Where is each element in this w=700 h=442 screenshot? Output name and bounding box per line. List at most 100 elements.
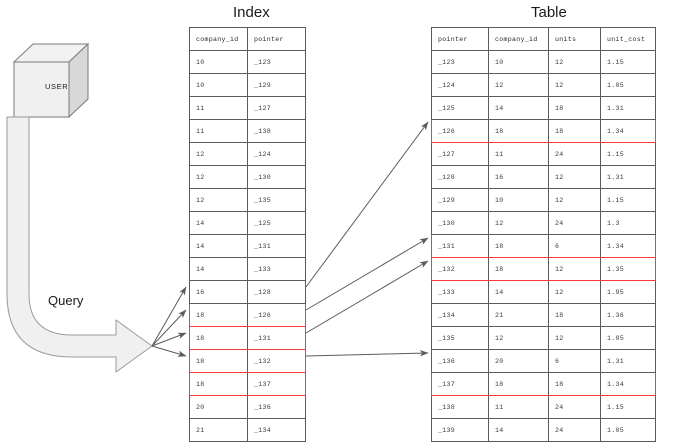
table-cell-pointer: _136 xyxy=(431,349,489,373)
table-cell-units: 24 xyxy=(548,395,601,419)
index-row[interactable]: 12_124 xyxy=(189,142,306,166)
index-row[interactable]: 10_129 xyxy=(189,73,306,97)
index-row-highlighted[interactable]: 18_137 xyxy=(189,372,306,396)
index-row-highlighted[interactable]: 18_126 xyxy=(189,303,306,327)
index-row[interactable]: 12_135 xyxy=(189,188,306,212)
index-row-highlighted[interactable]: 18_131 xyxy=(189,326,306,350)
table-cell-unit_cost: 1.15 xyxy=(600,395,656,419)
table-cell-unit_cost: 1.34 xyxy=(600,234,656,258)
index-row[interactable]: 11_138 xyxy=(189,119,306,143)
index-cell-company_id: 14 xyxy=(189,257,248,281)
table-cell-units: 12 xyxy=(548,73,601,97)
table-cell-units: 12 xyxy=(548,257,601,281)
index-row[interactable]: 20_136 xyxy=(189,395,306,419)
index-cell-company_id: 18 xyxy=(189,303,248,327)
index-row[interactable]: 10_123 xyxy=(189,50,306,74)
diagram-canvas: Index Table xyxy=(6,4,656,442)
table-cell-company_id: 12 xyxy=(488,73,549,97)
table-cell-pointer: _133 xyxy=(431,280,489,304)
table-title: Table xyxy=(531,4,567,21)
table-cell-unit_cost: 1.31 xyxy=(600,96,656,120)
table-cell-pointer: _125 xyxy=(431,96,489,120)
index-cell-pointer: _135 xyxy=(247,188,306,212)
table-cell-units: 12 xyxy=(548,50,601,74)
table-cell-company_id: 21 xyxy=(488,303,549,327)
table-cell-units: 12 xyxy=(548,326,601,350)
index-cell-pointer: _123 xyxy=(247,50,306,74)
table-cell-unit_cost: 1.34 xyxy=(600,119,656,143)
index-row[interactable]: 11_127 xyxy=(189,96,306,120)
table-cell-units: 18 xyxy=(548,119,601,143)
table-cell-unit_cost: 1.15 xyxy=(600,188,656,212)
table-cell-unit_cost: 1.36 xyxy=(600,303,656,327)
query-label: Query xyxy=(48,293,84,308)
index-cell-pointer: _125 xyxy=(247,211,306,235)
table-cell-pointer: _137 xyxy=(431,372,489,396)
table-cell-units: 12 xyxy=(548,280,601,304)
index-row[interactable]: 16_128 xyxy=(189,280,306,304)
table-col-header-unit_cost: unit_cost xyxy=(600,27,656,51)
index-cell-pointer: _137 xyxy=(247,372,306,396)
table-cell-company_id: 12 xyxy=(488,326,549,350)
index-cell-company_id: 10 xyxy=(189,50,248,74)
index-row[interactable]: 14_131 xyxy=(189,234,306,258)
index-row[interactable]: 14_125 xyxy=(189,211,306,235)
user-cube-icon xyxy=(12,42,90,119)
table-cell-pointer: _131 xyxy=(431,234,489,258)
index-to-table-arrows xyxy=(305,121,429,357)
table-cell-company_id: 18 xyxy=(488,257,549,281)
table-cell-unit_cost: 1.05 xyxy=(600,73,656,97)
table-cell-unit_cost: 1.34 xyxy=(600,372,656,396)
index-col-header-pointer: pointer xyxy=(247,27,306,51)
table-cell-pointer: _132 xyxy=(431,257,489,281)
query-to-index-arrows xyxy=(151,286,187,357)
table-cell-company_id: 18 xyxy=(488,372,549,396)
index-col-header-company_id: company_id xyxy=(189,27,248,51)
index-cell-pointer: _132 xyxy=(247,349,306,373)
index-row-highlighted[interactable]: 18_132 xyxy=(189,349,306,373)
table-cell-company_id: 20 xyxy=(488,349,549,373)
table-cell-units: 24 xyxy=(548,142,601,166)
query-block-arrow xyxy=(6,116,153,373)
table-cell-units: 6 xyxy=(548,234,601,258)
table-cell-unit_cost: 1.15 xyxy=(600,142,656,166)
table-cell-units: 12 xyxy=(548,188,601,212)
table-cell-company_id: 10 xyxy=(488,188,549,212)
index-row[interactable]: 21_134 xyxy=(189,418,306,442)
table-cell-units: 24 xyxy=(548,211,601,235)
table-cell-unit_cost: 1.31 xyxy=(600,165,656,189)
user-label: USER xyxy=(45,82,69,91)
index-row[interactable]: 14_133 xyxy=(189,257,306,281)
index-cell-company_id: 12 xyxy=(189,188,248,212)
index-cell-company_id: 12 xyxy=(189,165,248,189)
table-cell-company_id: 12 xyxy=(488,211,549,235)
index-cell-company_id: 18 xyxy=(189,349,248,373)
table-cell-company_id: 14 xyxy=(488,418,549,442)
table-cell-company_id: 11 xyxy=(488,395,549,419)
index-row[interactable]: 12_130 xyxy=(189,165,306,189)
index-cell-pointer: _131 xyxy=(247,234,306,258)
index-cell-company_id: 18 xyxy=(189,372,248,396)
table-cell-pointer: _123 xyxy=(431,50,489,74)
index-cell-company_id: 12 xyxy=(189,142,248,166)
table-cell-company_id: 16 xyxy=(488,165,549,189)
